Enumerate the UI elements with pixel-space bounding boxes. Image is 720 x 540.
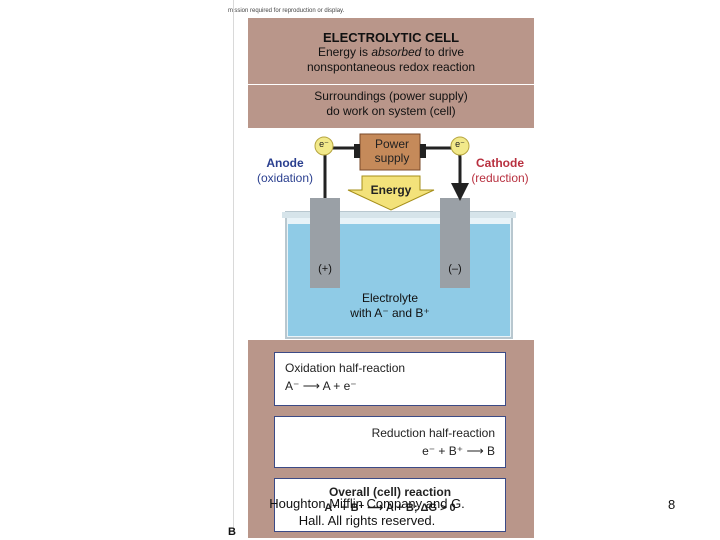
surroundings-line-2: do work on system (cell) [326, 104, 456, 118]
figure-title: ELECTROLYTIC CELL [322, 30, 460, 45]
cathode-label: Cathode [476, 156, 524, 170]
surroundings-text: Surroundings (power supply) do work on s… [248, 85, 534, 125]
oxidation-equation: A⁻ ⟶ A + e⁻ [285, 379, 357, 393]
reduction-lhs: e⁻ + B⁺ [422, 444, 464, 458]
electron-anode-label: e⁻ [319, 139, 329, 149]
credit-text: Houghton Mifflin Company and G. Hall. Al… [252, 495, 482, 529]
electron-anode-icon [314, 136, 334, 156]
terminal-right [420, 144, 426, 158]
power-supply-line-1: Power [374, 137, 409, 151]
oxidation-lhs: A⁻ [285, 379, 300, 393]
electron-cathode-label: e⁻ [455, 139, 465, 149]
energy-arrow [347, 175, 435, 211]
header-line-1: Energy is absorbed to drive [317, 45, 465, 59]
overall-equation: A⁻ + B⁺ ⟶ A + B; ΔG > 0 [324, 502, 456, 514]
oxidation-rhs: A + e⁻ [322, 379, 357, 393]
header-line-2: nonspontaneous redox reaction [306, 60, 476, 74]
oxidation-title: Oxidation half-reaction [285, 361, 406, 375]
reduction-rhs: B [486, 444, 495, 458]
reduction-title: Reduction half-reaction [371, 426, 495, 440]
anode-electrode [310, 198, 340, 288]
energy-label: Energy [370, 183, 412, 197]
anode-label-group: Anode (oxidation) [252, 156, 318, 186]
overall-title: Overall (cell) reaction [328, 485, 452, 499]
cathode-sub-label: (reduction) [471, 171, 529, 185]
power-supply-line-2: supply [374, 151, 410, 165]
cell-diagram [282, 133, 516, 339]
oxidation-box: Oxidation half-reaction A⁻ ⟶ A + e⁻ [274, 352, 506, 406]
terminal-left [354, 144, 360, 158]
page-number: 8 [668, 497, 676, 512]
credit-line-2: Hall. All rights reserved. [298, 513, 436, 528]
divider-line [233, 0, 234, 528]
reduction-equation: e⁻ + B⁺ ⟶ B [422, 444, 495, 458]
anode-sign: (+) [318, 263, 332, 275]
electrolyte-label: Electrolyte with A⁻ and B⁺ [320, 291, 460, 321]
beaker-rim [282, 212, 516, 218]
anode-label: Anode [266, 156, 304, 170]
figure-label: B [228, 526, 236, 538]
electrolyte-line-1: Electrolyte [361, 291, 419, 305]
electron-cathode-icon [450, 136, 470, 156]
electrolyte-line-2: with A⁻ and B⁺ [350, 306, 430, 320]
reaction-arrow-icon: ⟶ [466, 444, 487, 458]
reduction-box: Reduction half-reaction e⁻ + B⁺ ⟶ B [274, 416, 506, 468]
cathode-electrode [440, 198, 470, 288]
credit-line-1: Houghton Mifflin Company and G. [269, 496, 465, 511]
cathode-sign: (–) [448, 263, 462, 275]
surroundings-line-1: Surroundings (power supply) [314, 89, 468, 103]
figure-header: ELECTROLYTIC CELL Energy is absorbed to … [248, 18, 534, 85]
overall-box: Overall (cell) reaction A⁻ + B⁺ ⟶ A + B;… [274, 478, 506, 532]
reaction-arrow-icon: ⟶ [302, 379, 323, 393]
cathode-label-group: Cathode (reduction) [468, 156, 532, 186]
anode-sub-label: (oxidation) [256, 171, 314, 185]
power-supply-label: Power supply [363, 137, 421, 165]
permission-note: mission required for reproduction or dis… [228, 8, 345, 14]
